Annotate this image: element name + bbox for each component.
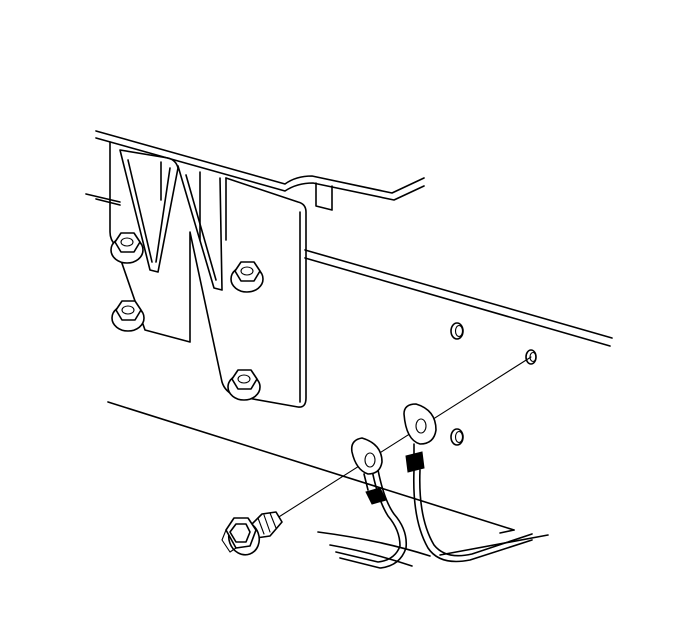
flange-nut-1 [110, 232, 144, 264]
ground-strap-right [403, 403, 533, 563]
flange-nut-2 [111, 300, 145, 332]
panel-hole-lower [450, 428, 464, 446]
lower-frame-rail [107, 401, 549, 567]
ground-bolt [221, 511, 283, 556]
flange-nut-3 [230, 261, 264, 293]
flange-nut-4 [227, 369, 261, 401]
ground-strap-left [335, 437, 408, 569]
alignment-line [273, 356, 532, 521]
mounting-bracket [109, 141, 307, 408]
upper-panel [85, 130, 613, 347]
panel-hole-upper [450, 322, 464, 340]
